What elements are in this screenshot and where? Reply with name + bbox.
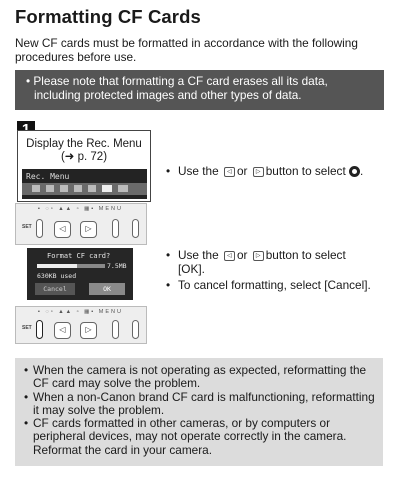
note-item: When a non-Canon brand CF card is malfun… — [24, 390, 383, 418]
left-arrow-button-icon: ◁ — [223, 166, 235, 177]
right-arrow-button-icon: ▷ — [252, 166, 264, 177]
format-icon — [349, 166, 361, 178]
camera-control-panel: ▪ ◌▫ ▲▲ ▫ ▦▪ MENU SET ◁ ▷ — [15, 203, 147, 245]
display-button[interactable] — [112, 219, 119, 238]
mode-icons-row: ▪ ◌▫ ▲▲ ▫ ▦▪ MENU — [38, 309, 123, 315]
menu-button[interactable] — [132, 320, 139, 339]
format-lcd-screen: Format CF card? 7.5MB 630KB used Cancel … — [27, 248, 133, 300]
step-2-instruction-2: •To cancel formatting, select [Cancel]. — [166, 278, 371, 292]
capacity-meter — [37, 264, 105, 268]
mode-icons-row: ▪ ◌▫ ▲▲ ▫ ▦▪ MENU — [38, 206, 123, 212]
step-2-instruction-1: •Use the ◁or ▷button to select [OK]. — [166, 248, 346, 276]
set-label: SET — [22, 325, 32, 331]
rec-menu-label: Rec. Menu — [26, 172, 70, 181]
left-arrow-button-icon: ◁ — [223, 250, 235, 261]
step-1-illustration: Display the Rec. Menu (➜ p. 72) Rec. Men… — [17, 130, 151, 202]
rec-menu-icon-bar — [22, 183, 147, 195]
set-button[interactable] — [36, 320, 43, 339]
set-label: SET — [22, 224, 32, 230]
warning-box: • Please note that formatting a CF card … — [15, 70, 384, 110]
warning-line-1: • Please note that formatting a CF card … — [26, 74, 328, 88]
intro-text: New CF cards must be formatted in accord… — [15, 36, 358, 64]
right-button[interactable]: ▷ — [80, 322, 97, 339]
set-button[interactable] — [36, 219, 43, 238]
step-1-text-line-2: (➜ p. 72) — [60, 151, 108, 163]
card-used: 630KB used — [37, 272, 77, 280]
cancel-button[interactable]: Cancel — [35, 283, 75, 295]
left-button[interactable]: ◁ — [54, 221, 71, 238]
page-title: Formatting CF Cards — [15, 6, 201, 27]
warning-line-2: including protected images and other typ… — [34, 88, 302, 102]
display-button[interactable] — [112, 320, 119, 339]
format-question: Format CF card? — [47, 252, 111, 260]
step-1-instruction: •Use the ◁or ▷button to select . — [166, 164, 364, 178]
menu-button[interactable] — [132, 219, 139, 238]
step-1-text-line-1: Display the Rec. Menu — [26, 138, 142, 150]
card-capacity: 7.5MB — [107, 262, 127, 270]
camera-control-panel-step-3: ▪ ◌▫ ▲▲ ▫ ▦▪ MENU SET ◁ ▷ — [15, 306, 147, 344]
step-1-text: Display the Rec. Menu (➜ p. 72) — [18, 138, 150, 164]
left-button[interactable]: ◁ — [54, 322, 71, 339]
notes-box: When the camera is not operating as expe… — [15, 358, 383, 466]
rec-menu-screen: Rec. Menu — [22, 169, 147, 199]
right-arrow-button-icon: ▷ — [252, 250, 264, 261]
ok-button[interactable]: OK — [89, 283, 125, 295]
right-button[interactable]: ▷ — [80, 221, 97, 238]
note-item: CF cards formatted in other cameras, or … — [24, 417, 383, 457]
note-item: When the camera is not operating as expe… — [24, 363, 383, 391]
